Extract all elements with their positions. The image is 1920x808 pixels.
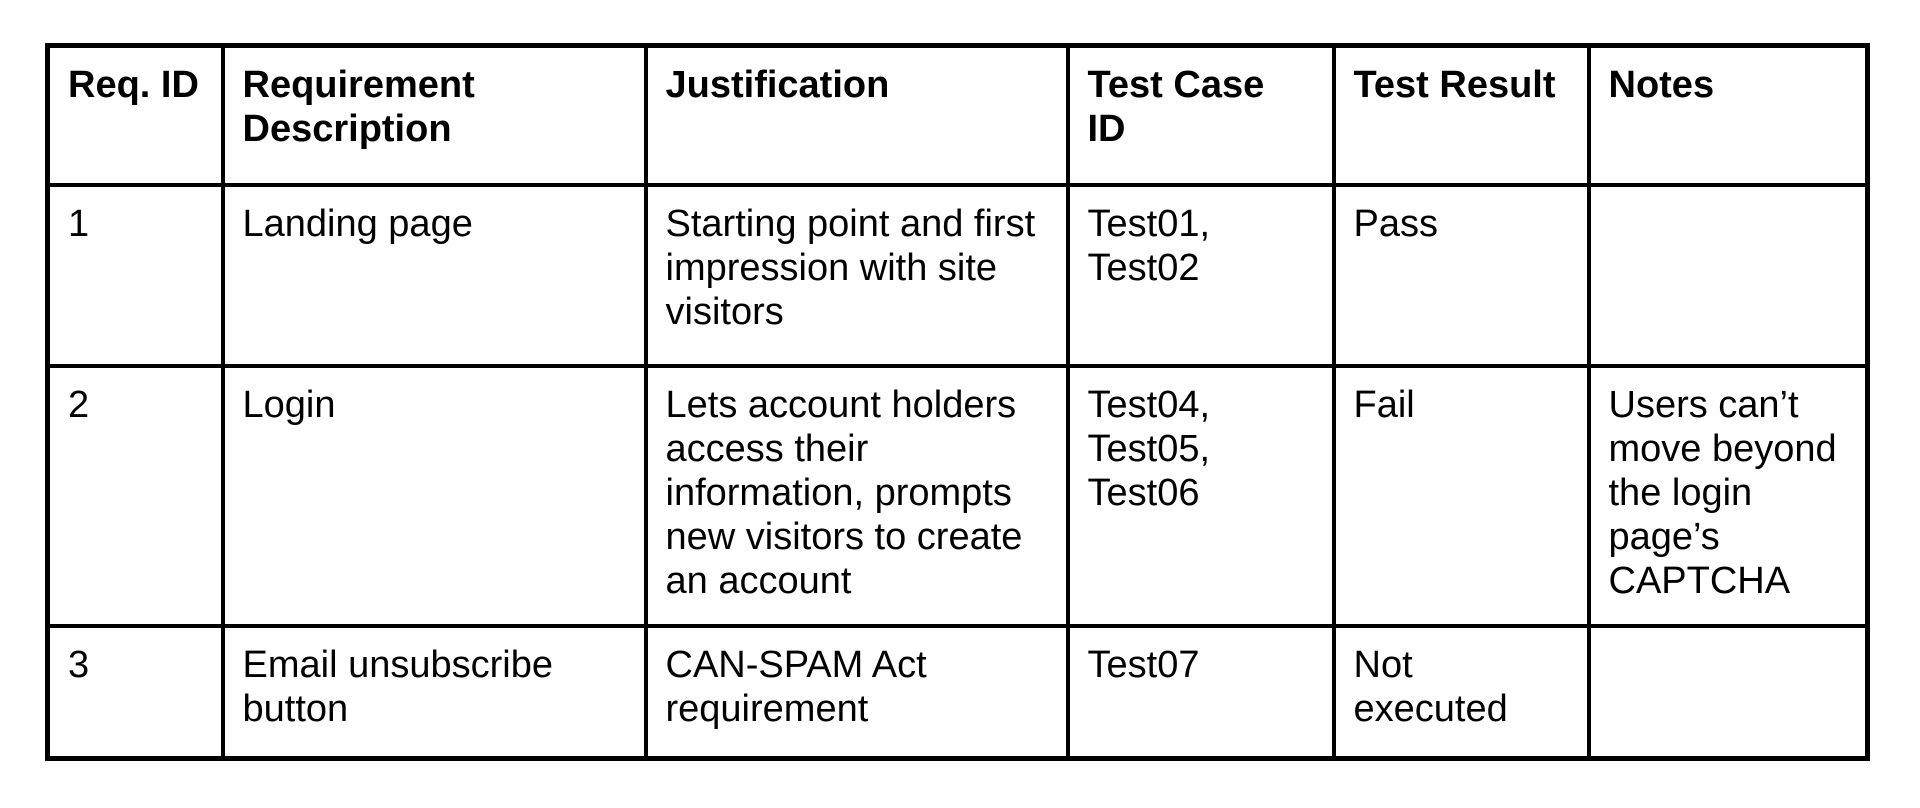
header-row: Req. ID Requirement Description Justific… bbox=[45, 43, 1870, 187]
header-notes: Notes bbox=[1586, 43, 1870, 187]
table-row: 3 Email unsubscribe button CAN-SPAM Act … bbox=[45, 623, 1870, 761]
requirements-traceability-table: Req. ID Requirement Description Justific… bbox=[45, 43, 1870, 761]
cell-req-id: 1 bbox=[45, 182, 225, 368]
header-test-result: Test Result bbox=[1331, 43, 1591, 187]
cell-requirement-description: Email unsubscribe button bbox=[220, 623, 648, 761]
cell-requirement-description: Landing page bbox=[220, 182, 648, 368]
cell-justification: Lets account holders access their inform… bbox=[643, 363, 1070, 628]
table-container: Req. ID Requirement Description Justific… bbox=[45, 43, 1870, 761]
header-justification: Justification bbox=[643, 43, 1070, 187]
cell-req-id: 3 bbox=[45, 623, 225, 761]
cell-notes bbox=[1586, 623, 1870, 761]
cell-justification: Starting point and first impression with… bbox=[643, 182, 1070, 368]
header-requirement-description: Requirement Description bbox=[220, 43, 648, 187]
cell-test-case-id: Test07 bbox=[1065, 623, 1336, 761]
cell-test-result: Not executed bbox=[1331, 623, 1591, 761]
header-req-id: Req. ID bbox=[45, 43, 225, 187]
header-test-case-id: Test Case ID bbox=[1065, 43, 1336, 187]
cell-notes bbox=[1586, 182, 1870, 368]
cell-test-result: Fail bbox=[1331, 363, 1591, 628]
table-row: 2 Login Lets account holders access thei… bbox=[45, 363, 1870, 628]
cell-notes: Users can’t move beyond the login page’s… bbox=[1586, 363, 1870, 628]
cell-justification: CAN-SPAM Act requirement bbox=[643, 623, 1070, 761]
cell-requirement-description: Login bbox=[220, 363, 648, 628]
cell-req-id: 2 bbox=[45, 363, 225, 628]
cell-test-result: Pass bbox=[1331, 182, 1591, 368]
cell-test-case-id: Test01, Test02 bbox=[1065, 182, 1336, 368]
cell-test-case-id: Test04, Test05, Test06 bbox=[1065, 363, 1336, 628]
table-row: 1 Landing page Starting point and first … bbox=[45, 182, 1870, 368]
